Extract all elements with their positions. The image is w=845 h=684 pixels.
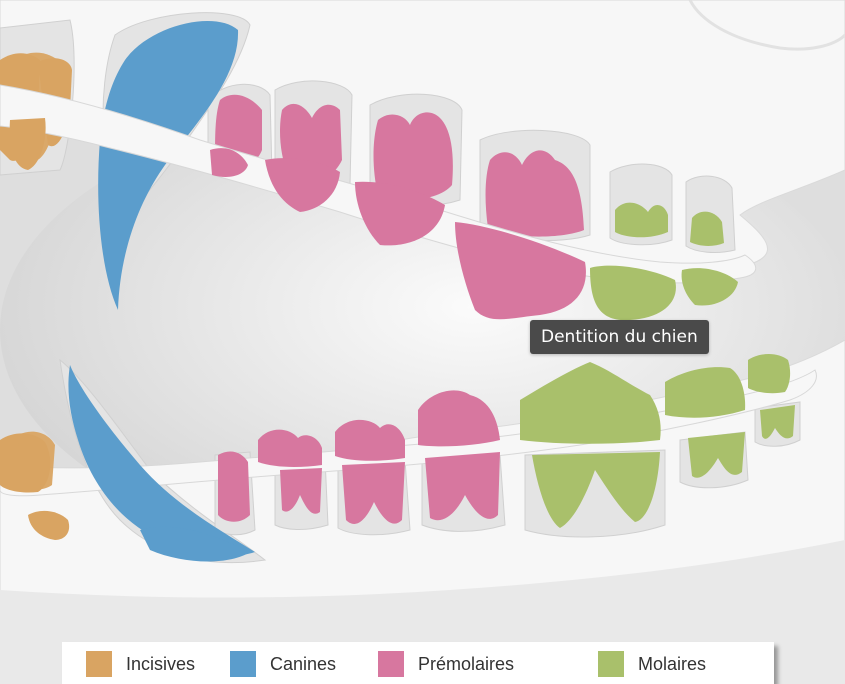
diagram-title-tooltip: Dentition du chien (530, 320, 709, 354)
lower-molar-3-crown (748, 354, 791, 394)
legend-label-molaires: Molaires (638, 653, 707, 674)
lower-incisive-3 (28, 510, 70, 540)
lower-molar-1-crown (520, 362, 661, 444)
lower-teeth (0, 354, 795, 562)
lower-premolar-3-crown (335, 419, 405, 461)
upper-crowns (9, 118, 738, 321)
upper-molar-1 (615, 202, 668, 238)
upper-premolar-3 (373, 112, 453, 201)
upper-molar-2 (690, 211, 724, 246)
legend-item-premolaires: Prémolaires (378, 650, 514, 678)
skull-contour (688, 0, 845, 51)
legend-label-incisives: Incisives (126, 653, 196, 674)
legend: Incisives Canines Prémolaires Molaires (62, 642, 774, 684)
lower-premolar-2-root (280, 468, 322, 514)
legend-swatch-incisives (86, 651, 112, 677)
lower-incisive-2 (18, 431, 55, 490)
upper-premolar-4 (485, 150, 584, 237)
lower-premolar-2-crown (258, 429, 322, 467)
legend-item-canines: Canines (230, 650, 336, 678)
upper-molar-crown-1 (590, 265, 676, 321)
legend-item-incisives: Incisives (86, 650, 195, 678)
lower-canine-root (140, 526, 250, 562)
legend-item-molaires: Molaires (598, 650, 706, 678)
lower-premolar-3-root (342, 462, 405, 524)
lower-molar-1-root (532, 452, 660, 528)
legend-swatch-molaires (598, 651, 624, 677)
upper-molar-crown-2 (681, 268, 738, 306)
legend-label-canines: Canines (270, 653, 337, 674)
lower-molar-3-root (760, 405, 795, 439)
lower-premolar-4-crown (418, 390, 500, 447)
upper-canine (98, 21, 239, 310)
lower-molar-2-crown (665, 367, 746, 418)
lower-premolar-1 (218, 451, 250, 522)
lower-premolar-4-root (425, 452, 500, 521)
legend-swatch-canines (230, 651, 256, 677)
legend-label-premolaires: Prémolaires (418, 653, 515, 674)
lower-molar-2-root (688, 432, 745, 478)
lower-canine (68, 365, 255, 556)
legend-swatch-premolaires (378, 651, 404, 677)
